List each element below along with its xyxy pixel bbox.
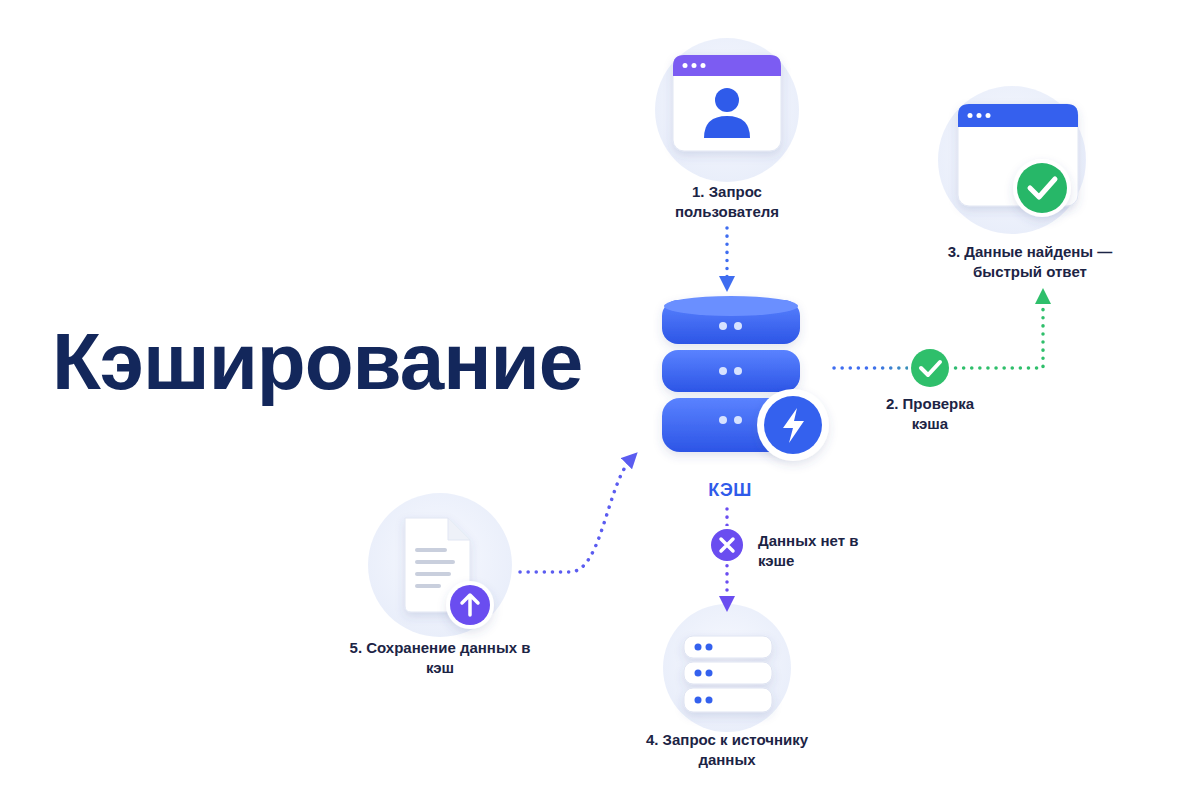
window-bar: [673, 55, 781, 76]
diagram-title: Кэширование: [52, 322, 582, 402]
edge-label: Данных нет в кэше: [758, 531, 870, 571]
save-node: 5. Сохранение данных в кэш: [330, 490, 550, 680]
lightning-badge: [757, 389, 829, 461]
flow-connector: [725, 228, 729, 284]
person-head: [715, 88, 739, 112]
node-label: 1. Запрос пользователя: [662, 182, 792, 222]
user-window-icon: [655, 38, 799, 182]
node-label: 4. Запрос к источнику данных: [632, 730, 822, 770]
response-node: 3. Данные найдены — быстрый ответ: [920, 85, 1140, 280]
request-node: 1. Запрос пользователя: [627, 38, 827, 220]
cache-node: КЭШ: [640, 290, 820, 505]
node-label: КЭШ: [670, 480, 790, 500]
window-bar: [958, 104, 1078, 127]
miss-badge: [708, 526, 746, 564]
icon-halo: [663, 604, 791, 732]
window-frame: [673, 55, 781, 151]
source-node: 4. Запрос к источнику данных: [617, 606, 837, 770]
node-label: 3. Данные найдены — быстрый ответ: [938, 242, 1123, 282]
icon-halo: [938, 86, 1086, 234]
db-dots: [719, 322, 742, 424]
person-body: [704, 116, 750, 138]
icon-halo: [368, 493, 512, 637]
edge-label: 2. Проверка кэша: [878, 394, 982, 434]
node-label: 5. Сохранение данных в кэш: [348, 638, 533, 678]
data-source-icon: [663, 604, 791, 732]
check-badge: [908, 346, 952, 390]
upload-badge: [450, 585, 490, 625]
document-upload-icon: [368, 493, 512, 637]
flow-connector: [520, 458, 632, 572]
result-window-icon: [938, 86, 1086, 234]
db-slab: [662, 350, 800, 392]
success-badge: [1017, 163, 1067, 213]
icon-halo: [655, 38, 799, 182]
